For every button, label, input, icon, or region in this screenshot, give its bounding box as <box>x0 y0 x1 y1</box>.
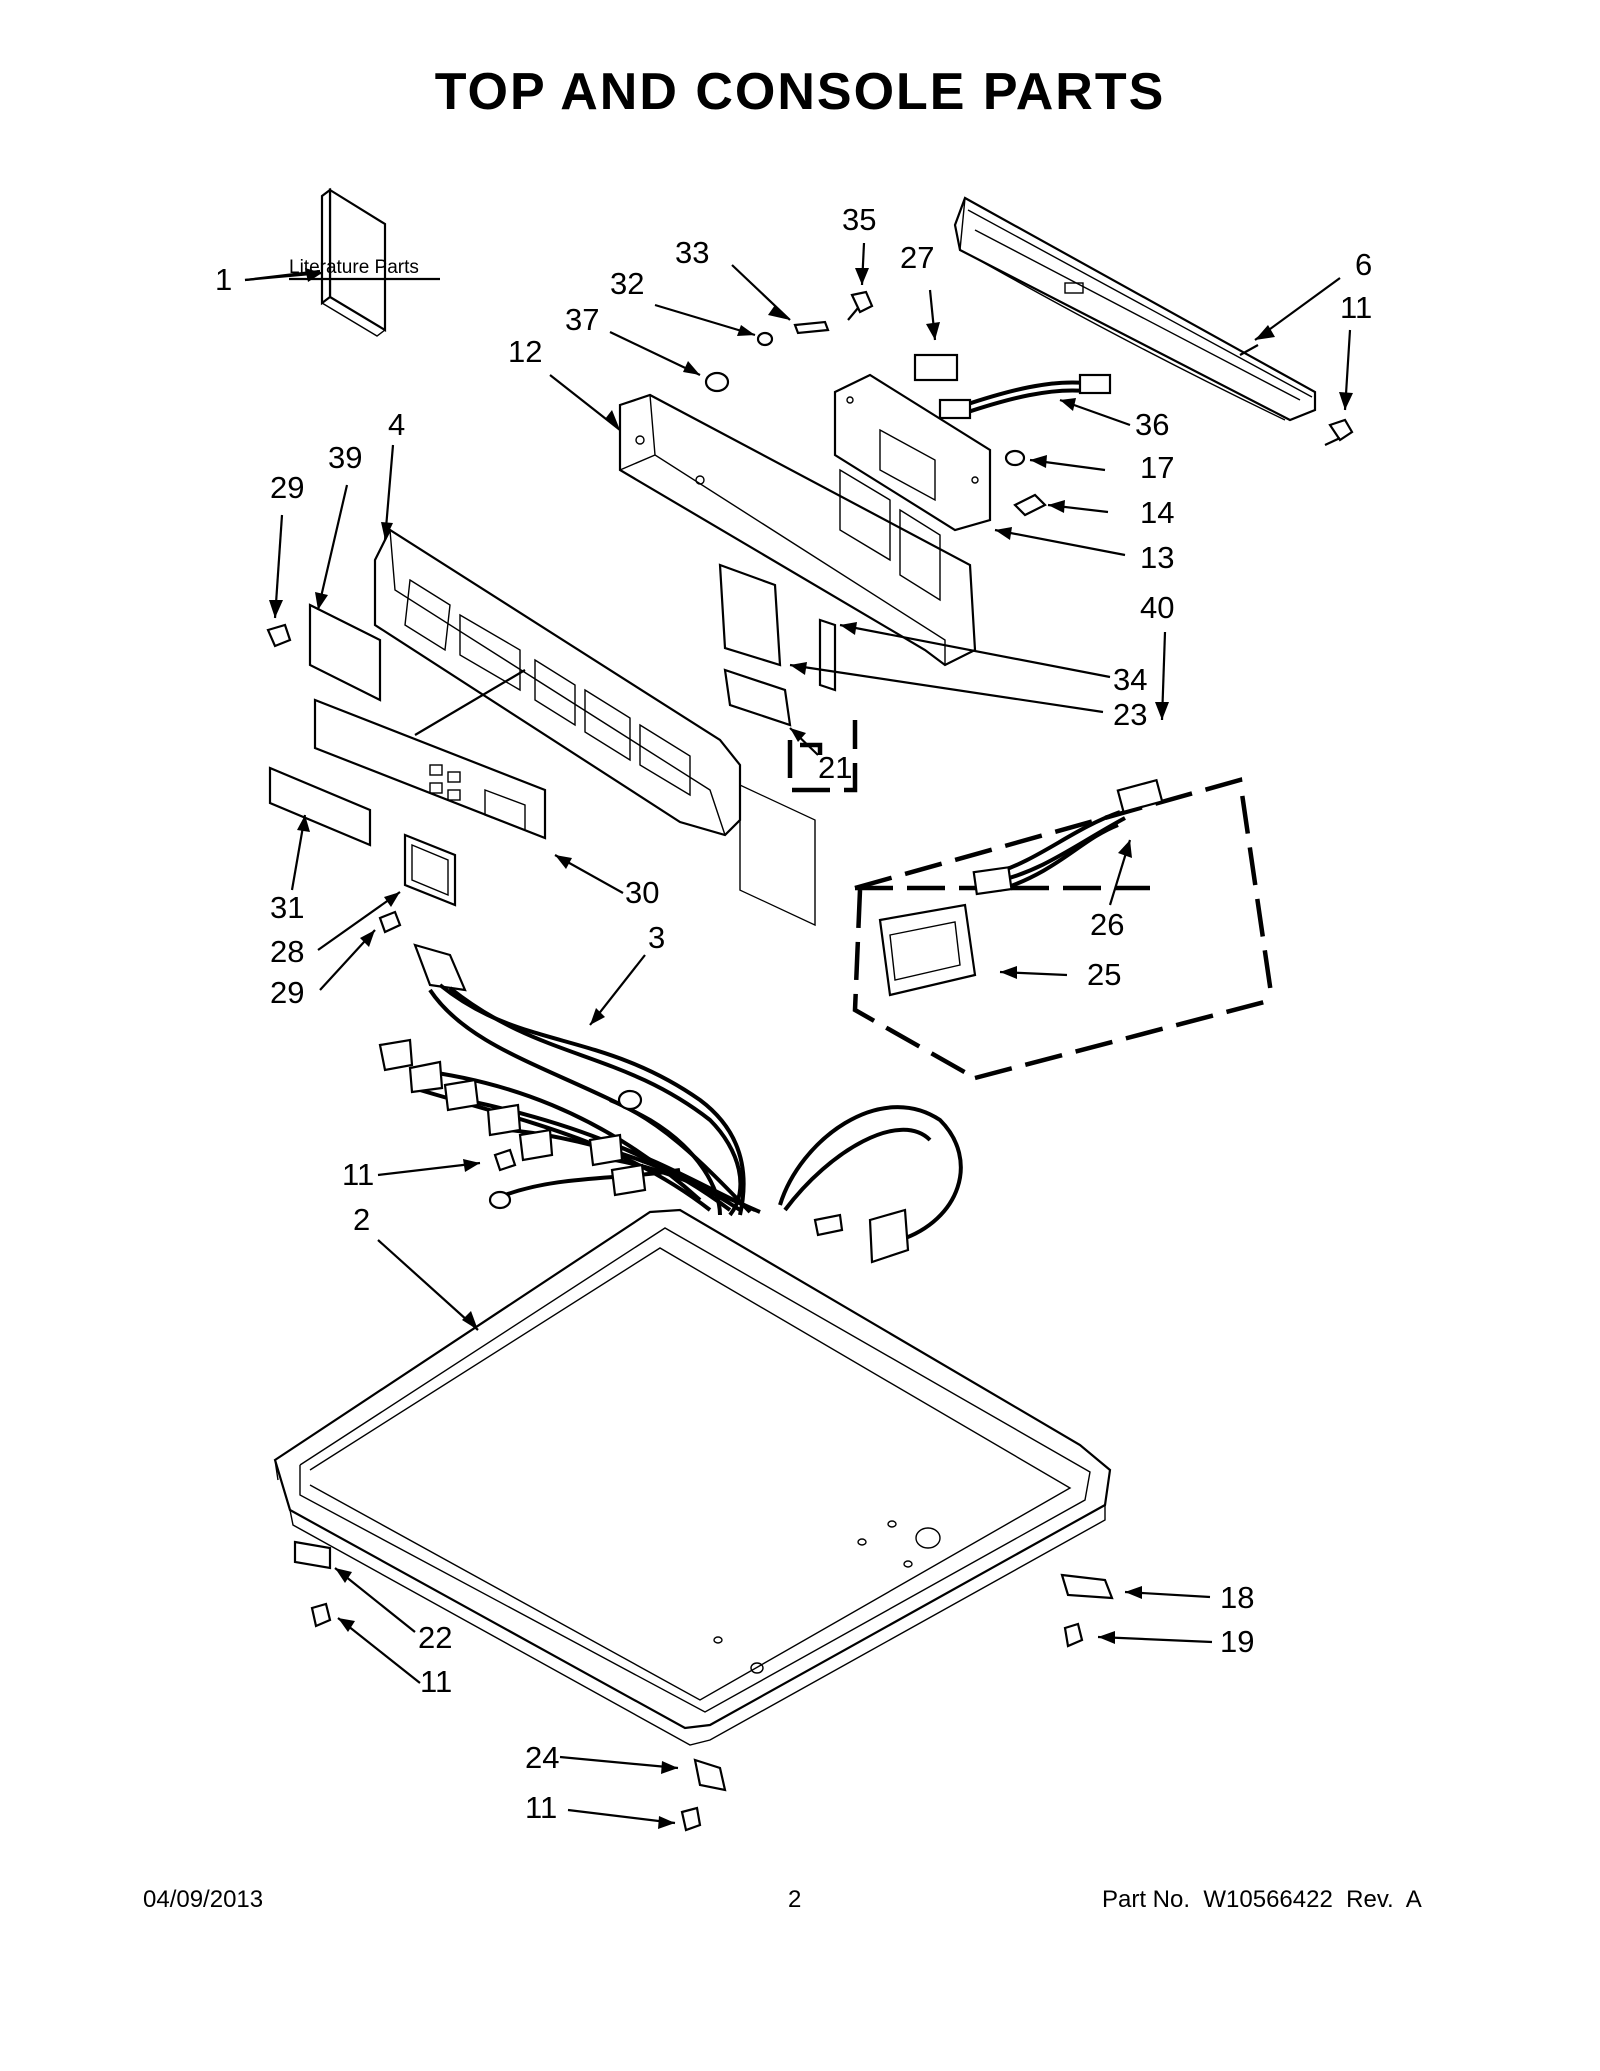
console-frame <box>618 393 977 927</box>
callout-32: 32 <box>610 266 644 301</box>
knob-28-screw-29 <box>378 833 457 934</box>
callout-21: 21 <box>818 750 852 785</box>
window-31 <box>268 766 372 847</box>
literature-parts-label: Literature Parts <box>289 257 419 278</box>
callout-40: 40 <box>1140 590 1174 625</box>
callout-25: 25 <box>1087 957 1121 992</box>
callout-2: 2 <box>353 1202 370 1237</box>
small-fasteners-console <box>704 290 1047 517</box>
callout-12: 12 <box>508 334 542 369</box>
top-panel <box>273 1208 1112 1746</box>
callout-13: 13 <box>1140 540 1174 575</box>
callout-18: 18 <box>1220 1580 1254 1615</box>
callout-4: 4 <box>388 407 405 442</box>
callout-29-top: 29 <box>270 470 304 505</box>
callout-19: 19 <box>1220 1624 1254 1659</box>
callout-37: 37 <box>565 302 599 337</box>
footer-date: 04/09/2013 <box>143 1886 264 1913</box>
callout-labels: Literature Parts 1 35 33 27 6 32 11 37 1… <box>215 202 1372 1825</box>
callout-17: 17 <box>1140 450 1174 485</box>
callout-30: 30 <box>625 875 659 910</box>
end-cap-39 <box>308 603 382 702</box>
hinge-18-and-screw-19 <box>1060 1573 1114 1648</box>
overlay-30 <box>313 698 547 840</box>
callout-22: 22 <box>418 1620 452 1655</box>
callout-11-bottom: 11 <box>525 1790 557 1825</box>
callout-leader-lines <box>244 242 1352 1825</box>
callout-1: 1 <box>215 262 232 297</box>
console-panel <box>373 528 742 837</box>
callout-14: 14 <box>1140 495 1174 530</box>
screw-29-top <box>266 623 292 648</box>
callout-6: 6 <box>1355 247 1372 282</box>
control-board <box>833 373 992 532</box>
callout-28: 28 <box>270 934 304 969</box>
footer-part-number: Part No. W10566422 Rev. A <box>1102 1886 1422 1913</box>
harness-27-36 <box>913 353 1112 420</box>
callout-11-harness: 11 <box>342 1157 374 1192</box>
callout-11-top: 11 <box>1340 290 1372 325</box>
callout-11-left: 11 <box>420 1664 452 1699</box>
callout-33: 33 <box>675 235 709 270</box>
page-title: TOP AND CONSOLE PARTS <box>434 63 1166 121</box>
kit-40-group <box>852 777 1275 1081</box>
brackets-34-23-21 <box>718 563 858 793</box>
callout-29-bottom: 29 <box>270 975 304 1010</box>
callout-26: 26 <box>1090 907 1124 942</box>
hinge-24-and-screw <box>680 1758 727 1832</box>
callout-31: 31 <box>270 890 304 925</box>
callout-27: 27 <box>900 240 934 275</box>
hinge-22-and-screw <box>293 1540 332 1628</box>
callout-24: 24 <box>525 1740 559 1775</box>
callout-36: 36 <box>1135 407 1169 442</box>
callout-39: 39 <box>328 440 362 475</box>
main-wire-harness <box>378 943 963 1264</box>
callout-34: 34 <box>1113 662 1147 697</box>
callout-35: 35 <box>842 202 876 237</box>
screw-11-bracket <box>1324 418 1354 446</box>
console-rear-bracket <box>953 196 1317 422</box>
footer-page-number: 2 <box>788 1886 802 1913</box>
callout-3: 3 <box>648 920 665 955</box>
callout-23: 23 <box>1113 697 1147 732</box>
callout-arrowheads <box>269 268 1353 1829</box>
